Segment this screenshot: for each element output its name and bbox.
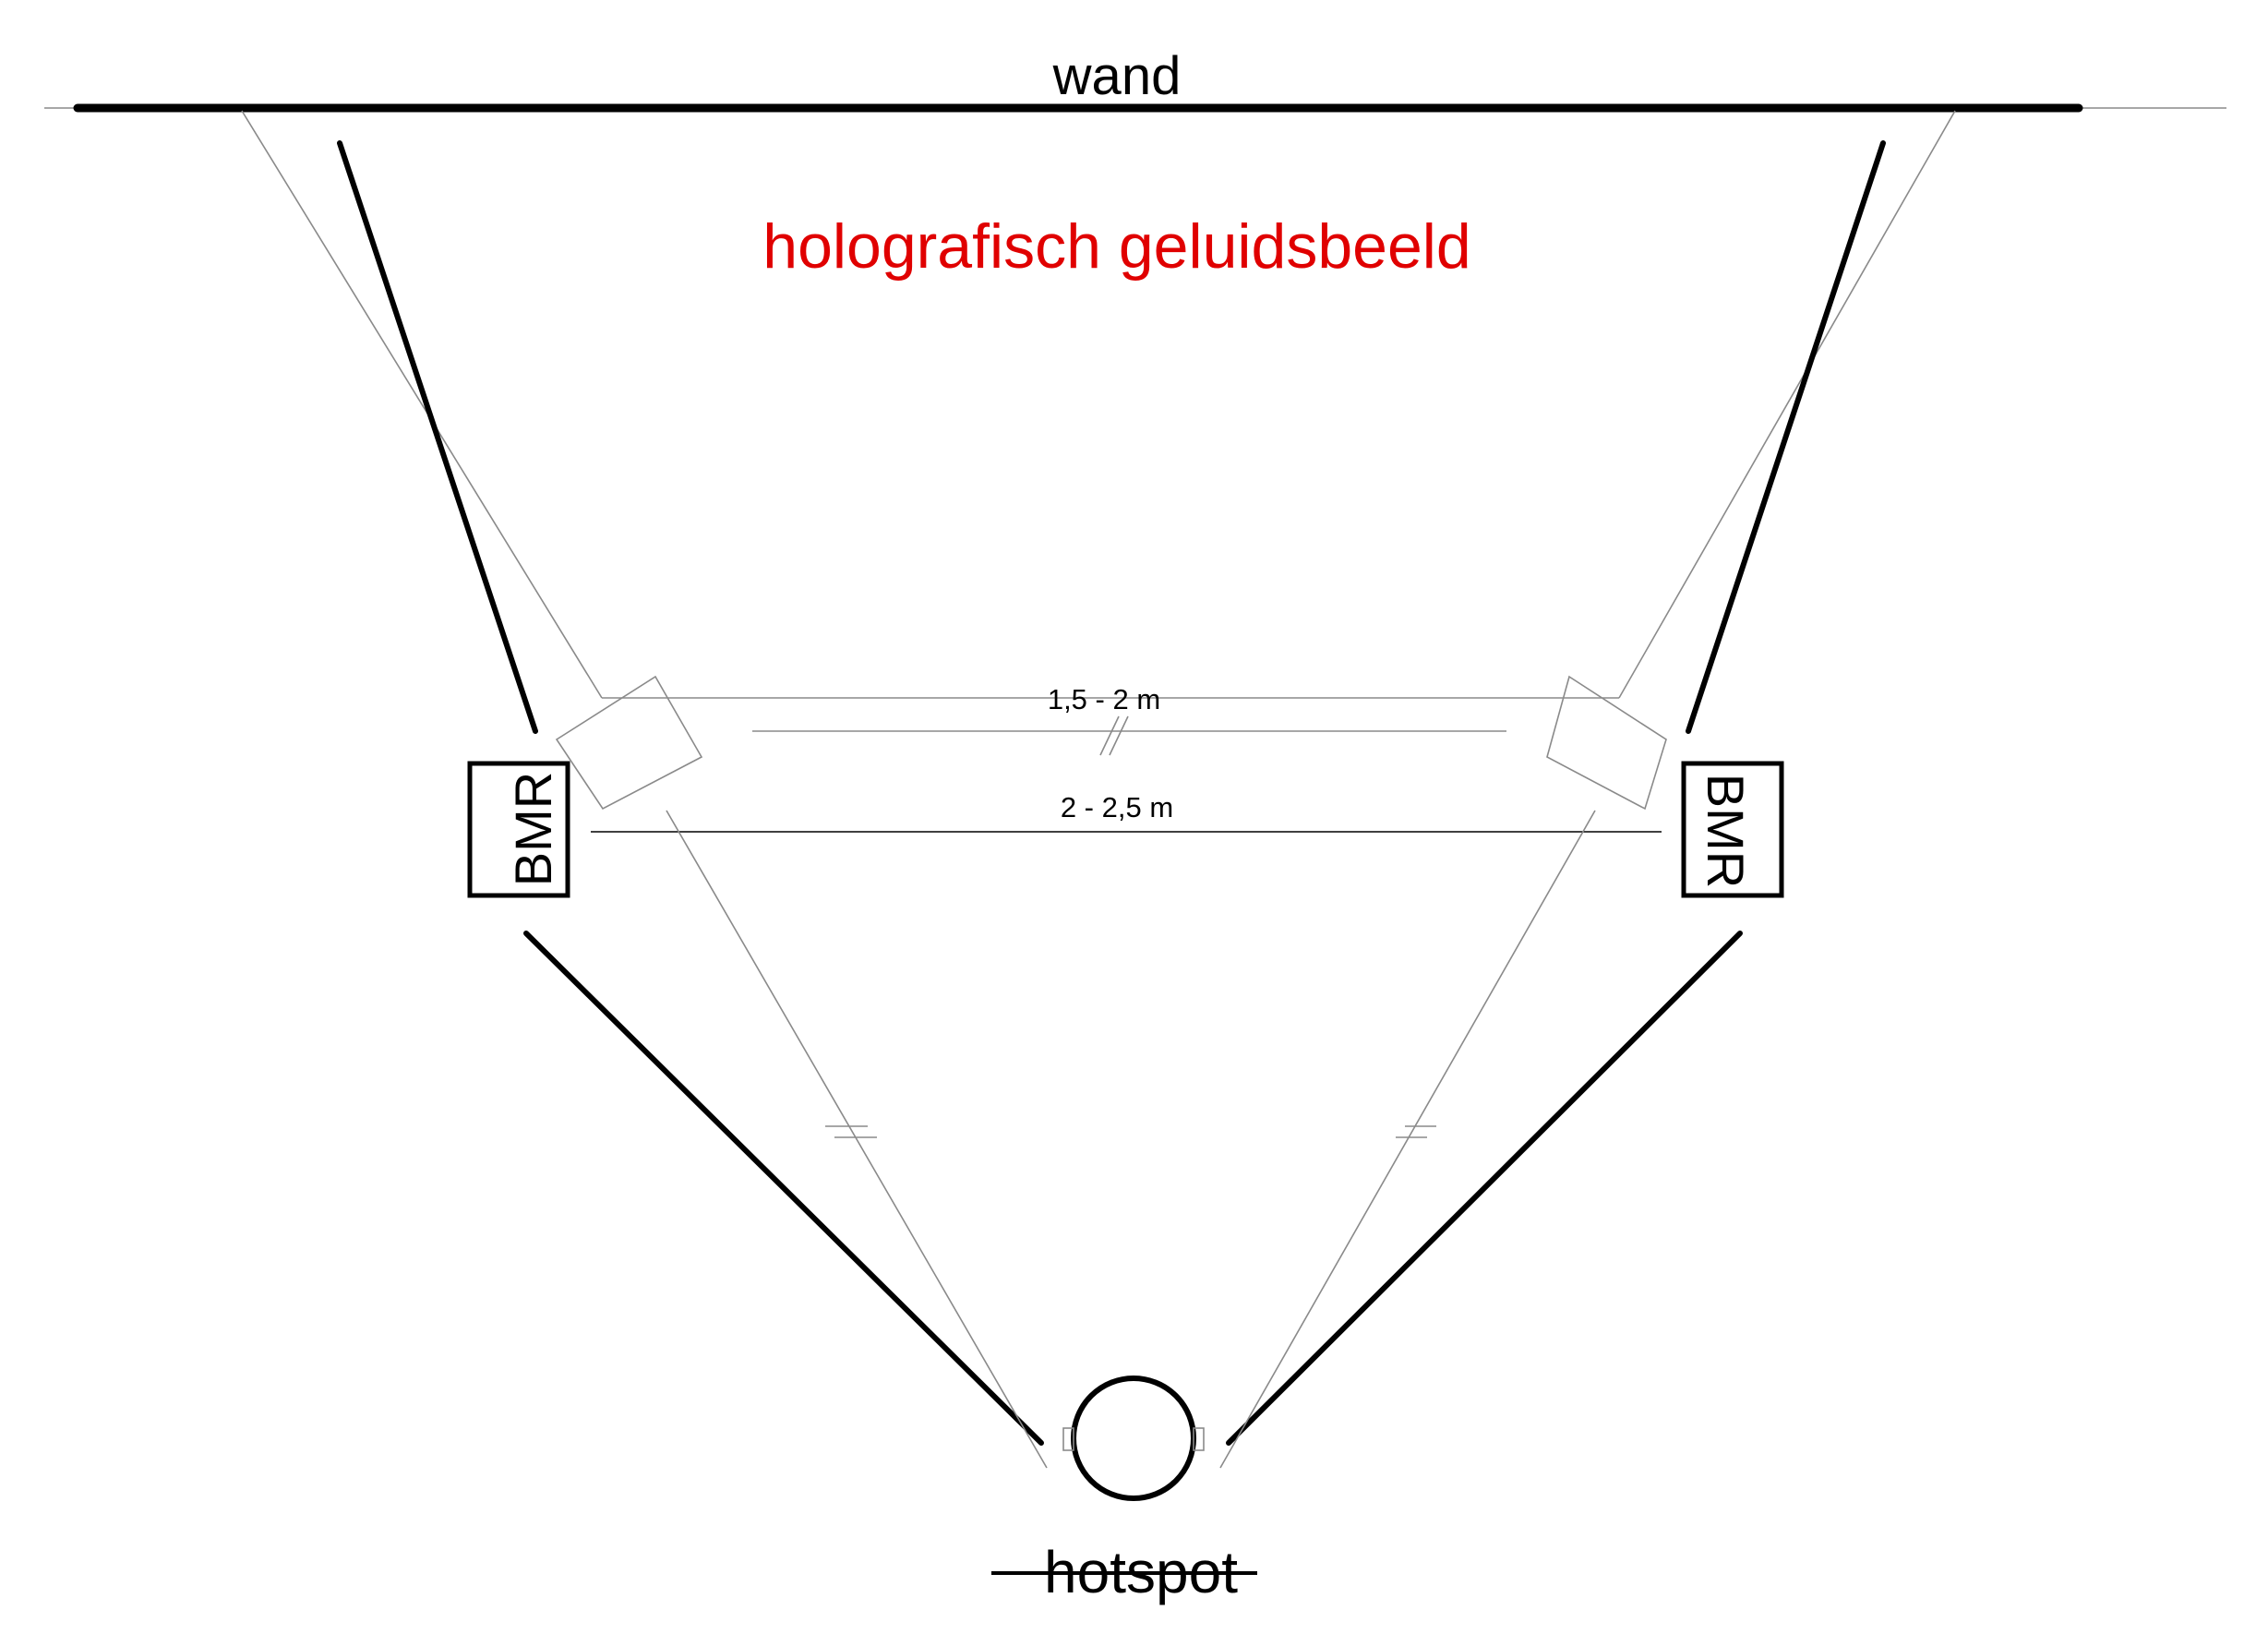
left-listening-axis <box>666 810 1048 1469</box>
right-speaker-rotated-outline <box>1546 675 1667 811</box>
left-front-beam <box>523 931 1044 1446</box>
listener-right-ear <box>1193 1427 1205 1451</box>
right-front-beam <box>1226 931 1743 1446</box>
wall-label: wand <box>1052 46 1182 106</box>
right-reflection-guide <box>1618 110 1956 699</box>
outer-distance-label: 2 - 2,5 m <box>1061 791 1173 823</box>
inner-distance-label: 1,5 - 2 m <box>1048 683 1160 715</box>
listener-head <box>1071 1376 1196 1501</box>
left-reflection-guide <box>241 110 603 699</box>
diagram-title: holografisch geluidsbeeld <box>762 211 1470 282</box>
right-rear-beam <box>1686 140 1886 734</box>
right-bmr-label: BMR <box>1697 774 1755 888</box>
right-listening-axis <box>1219 810 1596 1469</box>
listener-left-ear <box>1062 1427 1074 1451</box>
inner-distance-tick-2 <box>1109 715 1129 756</box>
left-bmr-speaker <box>467 761 570 898</box>
right-bmr-speaker <box>1681 761 1784 898</box>
left-speaker-rotated-outline <box>555 675 703 811</box>
inner-distance-tick-1 <box>1099 715 1120 756</box>
left-bmr-label: BMR <box>504 772 562 886</box>
left-rear-beam <box>337 140 538 734</box>
